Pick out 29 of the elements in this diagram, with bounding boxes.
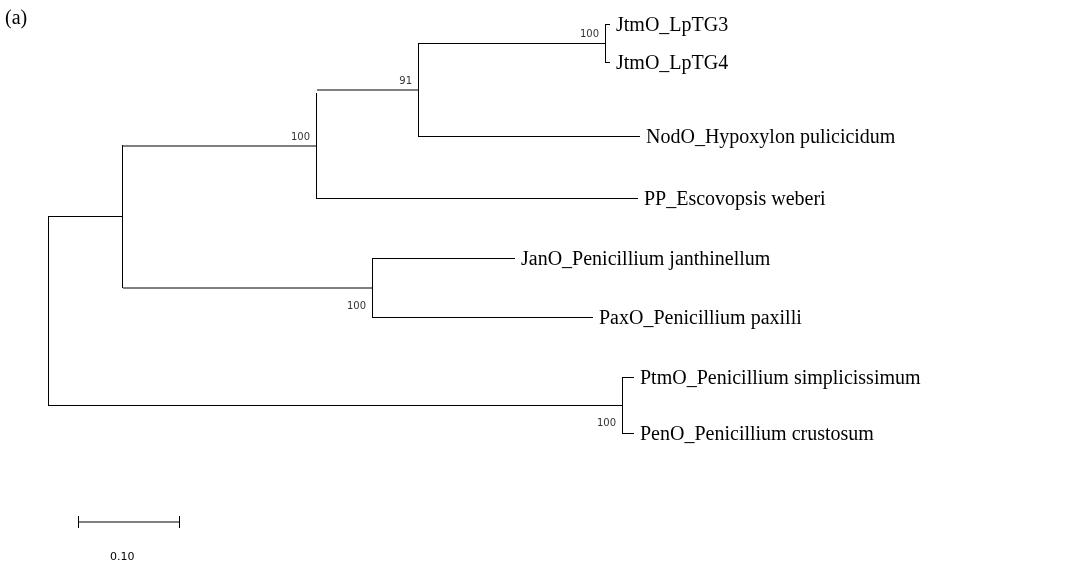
tree-branch <box>418 43 606 44</box>
bootstrap-value: 91 <box>399 74 412 87</box>
taxon-label: JtmO_LpTG3 <box>610 12 729 36</box>
bootstrap-value: 100 <box>346 299 366 312</box>
taxon-label: NodO_Hypoxylon pulicicidum <box>640 124 896 148</box>
tree-branch <box>372 258 516 259</box>
taxon-label: PenO_Penicillium crustosum <box>634 421 874 445</box>
taxon-label: PP_Escovopsis weberi <box>638 186 826 210</box>
scale-value: 0.10 <box>110 550 135 563</box>
taxon-label: PtmO_Penicillium simplicissimum <box>634 365 921 389</box>
tree-branch <box>418 136 641 137</box>
tree-branch <box>622 377 635 378</box>
bootstrap-value: 100 <box>290 130 310 143</box>
taxon-label: PaxO_Penicillium paxilli <box>593 305 802 329</box>
tree-branch <box>605 62 611 63</box>
panel-label: (a) <box>5 6 28 29</box>
tree-branch <box>122 287 373 289</box>
tree-branch <box>122 145 317 147</box>
taxon-label: JtmO_LpTG4 <box>610 50 729 74</box>
tree-branch <box>372 317 594 318</box>
tree-branch <box>605 24 611 25</box>
tree-branch <box>48 405 623 406</box>
tree-branch <box>316 89 419 91</box>
tree-branch <box>48 216 123 217</box>
tree-branch <box>316 198 639 199</box>
tree-branch <box>622 433 635 434</box>
taxon-label: JanO_Penicillium janthinellum <box>515 246 771 270</box>
bootstrap-value: 100 <box>579 28 599 40</box>
bootstrap-value: 100 <box>596 417 616 429</box>
